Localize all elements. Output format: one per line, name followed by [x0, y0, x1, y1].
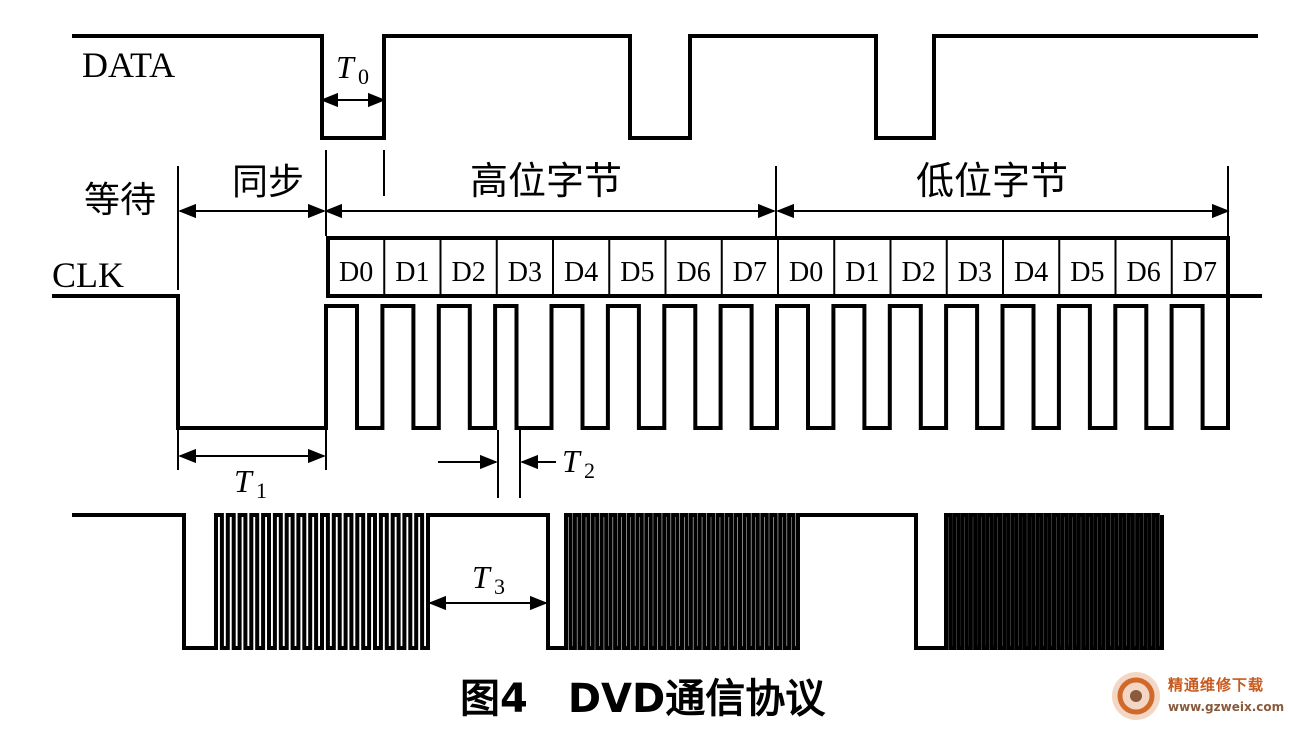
clk-waveform [52, 294, 1262, 430]
t1-label: T 1 [234, 463, 267, 503]
bit-label-high-d4: D4 [564, 257, 598, 288]
clk-signal-label: CLK [52, 255, 124, 295]
data-waveform [72, 34, 1258, 140]
wait-label: 等待 [84, 180, 156, 221]
t3-label: T 3 [472, 559, 505, 599]
bit-label-high-d2: D2 [452, 257, 486, 288]
svg-text:T: T [472, 559, 492, 595]
bit-cells: D0 D1 D2 D3 D4 D5 D6 D7 D0 D1 D2 D3 D4 D5 D6 D7 [339, 238, 1217, 296]
bit-label-high-d1: D1 [395, 257, 429, 288]
svg-text:2: 2 [584, 458, 595, 483]
bit-label-low-d5: D5 [1070, 257, 1104, 288]
bit-label-low-d6: D6 [1127, 257, 1161, 288]
bit-label-high-d5: D5 [620, 257, 654, 288]
bit-label-high-d7: D7 [733, 257, 767, 288]
bit-label-low-d0: D0 [789, 257, 823, 288]
bit-label-high-d0: D0 [339, 257, 373, 288]
bit-label-low-d2: D2 [902, 257, 936, 288]
high-byte-label: 高位字节 [470, 159, 622, 203]
svg-text:1: 1 [256, 478, 267, 503]
low-byte-label: 低位字节 [916, 159, 1068, 203]
data-signal-label: DATA [82, 45, 175, 85]
svg-text:T: T [336, 49, 356, 85]
sync-label: 同步 [232, 162, 304, 203]
t2-label: T 2 [562, 443, 595, 483]
bit-label-low-d3: D3 [958, 257, 992, 288]
svg-text:T: T [562, 443, 582, 479]
svg-text:T: T [234, 463, 254, 499]
svg-text:3: 3 [494, 574, 505, 599]
figure-caption: 图4 DVD通信协议 [460, 676, 826, 722]
watermark: 精通维修下载 www.gzweix.com [1108, 668, 1286, 726]
bit-label-low-d4: D4 [1014, 257, 1048, 288]
bit-label-low-d7: D7 [1183, 257, 1217, 288]
watermark-logo-icon [1112, 672, 1160, 720]
watermark-url: www.gzweix.com [1168, 700, 1285, 714]
bit-stream-waveform [72, 513, 1164, 650]
t0-label: T 0 [336, 49, 369, 89]
watermark-name: 精通维修下载 [1168, 676, 1265, 694]
bit-label-low-d1: D1 [845, 257, 879, 288]
bit-label-high-d3: D3 [508, 257, 542, 288]
svg-text:0: 0 [358, 64, 369, 89]
bit-label-high-d6: D6 [677, 257, 711, 288]
